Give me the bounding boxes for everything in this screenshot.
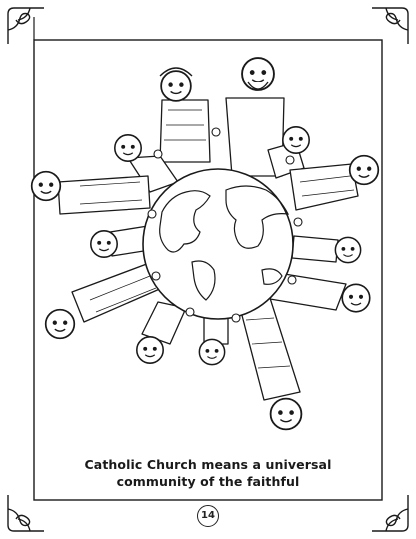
person-man: [30, 170, 151, 215]
person-child: [90, 225, 151, 258]
person-adult: [237, 297, 303, 431]
corner-flourish-icon: [372, 7, 409, 44]
caption-line-1: Catholic Church means a universal: [84, 457, 332, 472]
person-woman: [289, 154, 380, 211]
corner-flourish-icon: [7, 495, 44, 532]
corner-flourish-icon: [372, 495, 409, 532]
joined-hands: [147, 127, 303, 323]
person-adult: [44, 261, 163, 340]
corner-flourish-icon: [7, 7, 44, 44]
person-child: [198, 315, 229, 366]
globe-icon: [142, 168, 294, 320]
caption-line-2: community of the faithful: [116, 474, 300, 489]
person-child: [291, 235, 362, 264]
page-number-badge: 14: [197, 505, 219, 527]
person-child: [136, 301, 187, 364]
person-grandmother: [159, 67, 211, 163]
